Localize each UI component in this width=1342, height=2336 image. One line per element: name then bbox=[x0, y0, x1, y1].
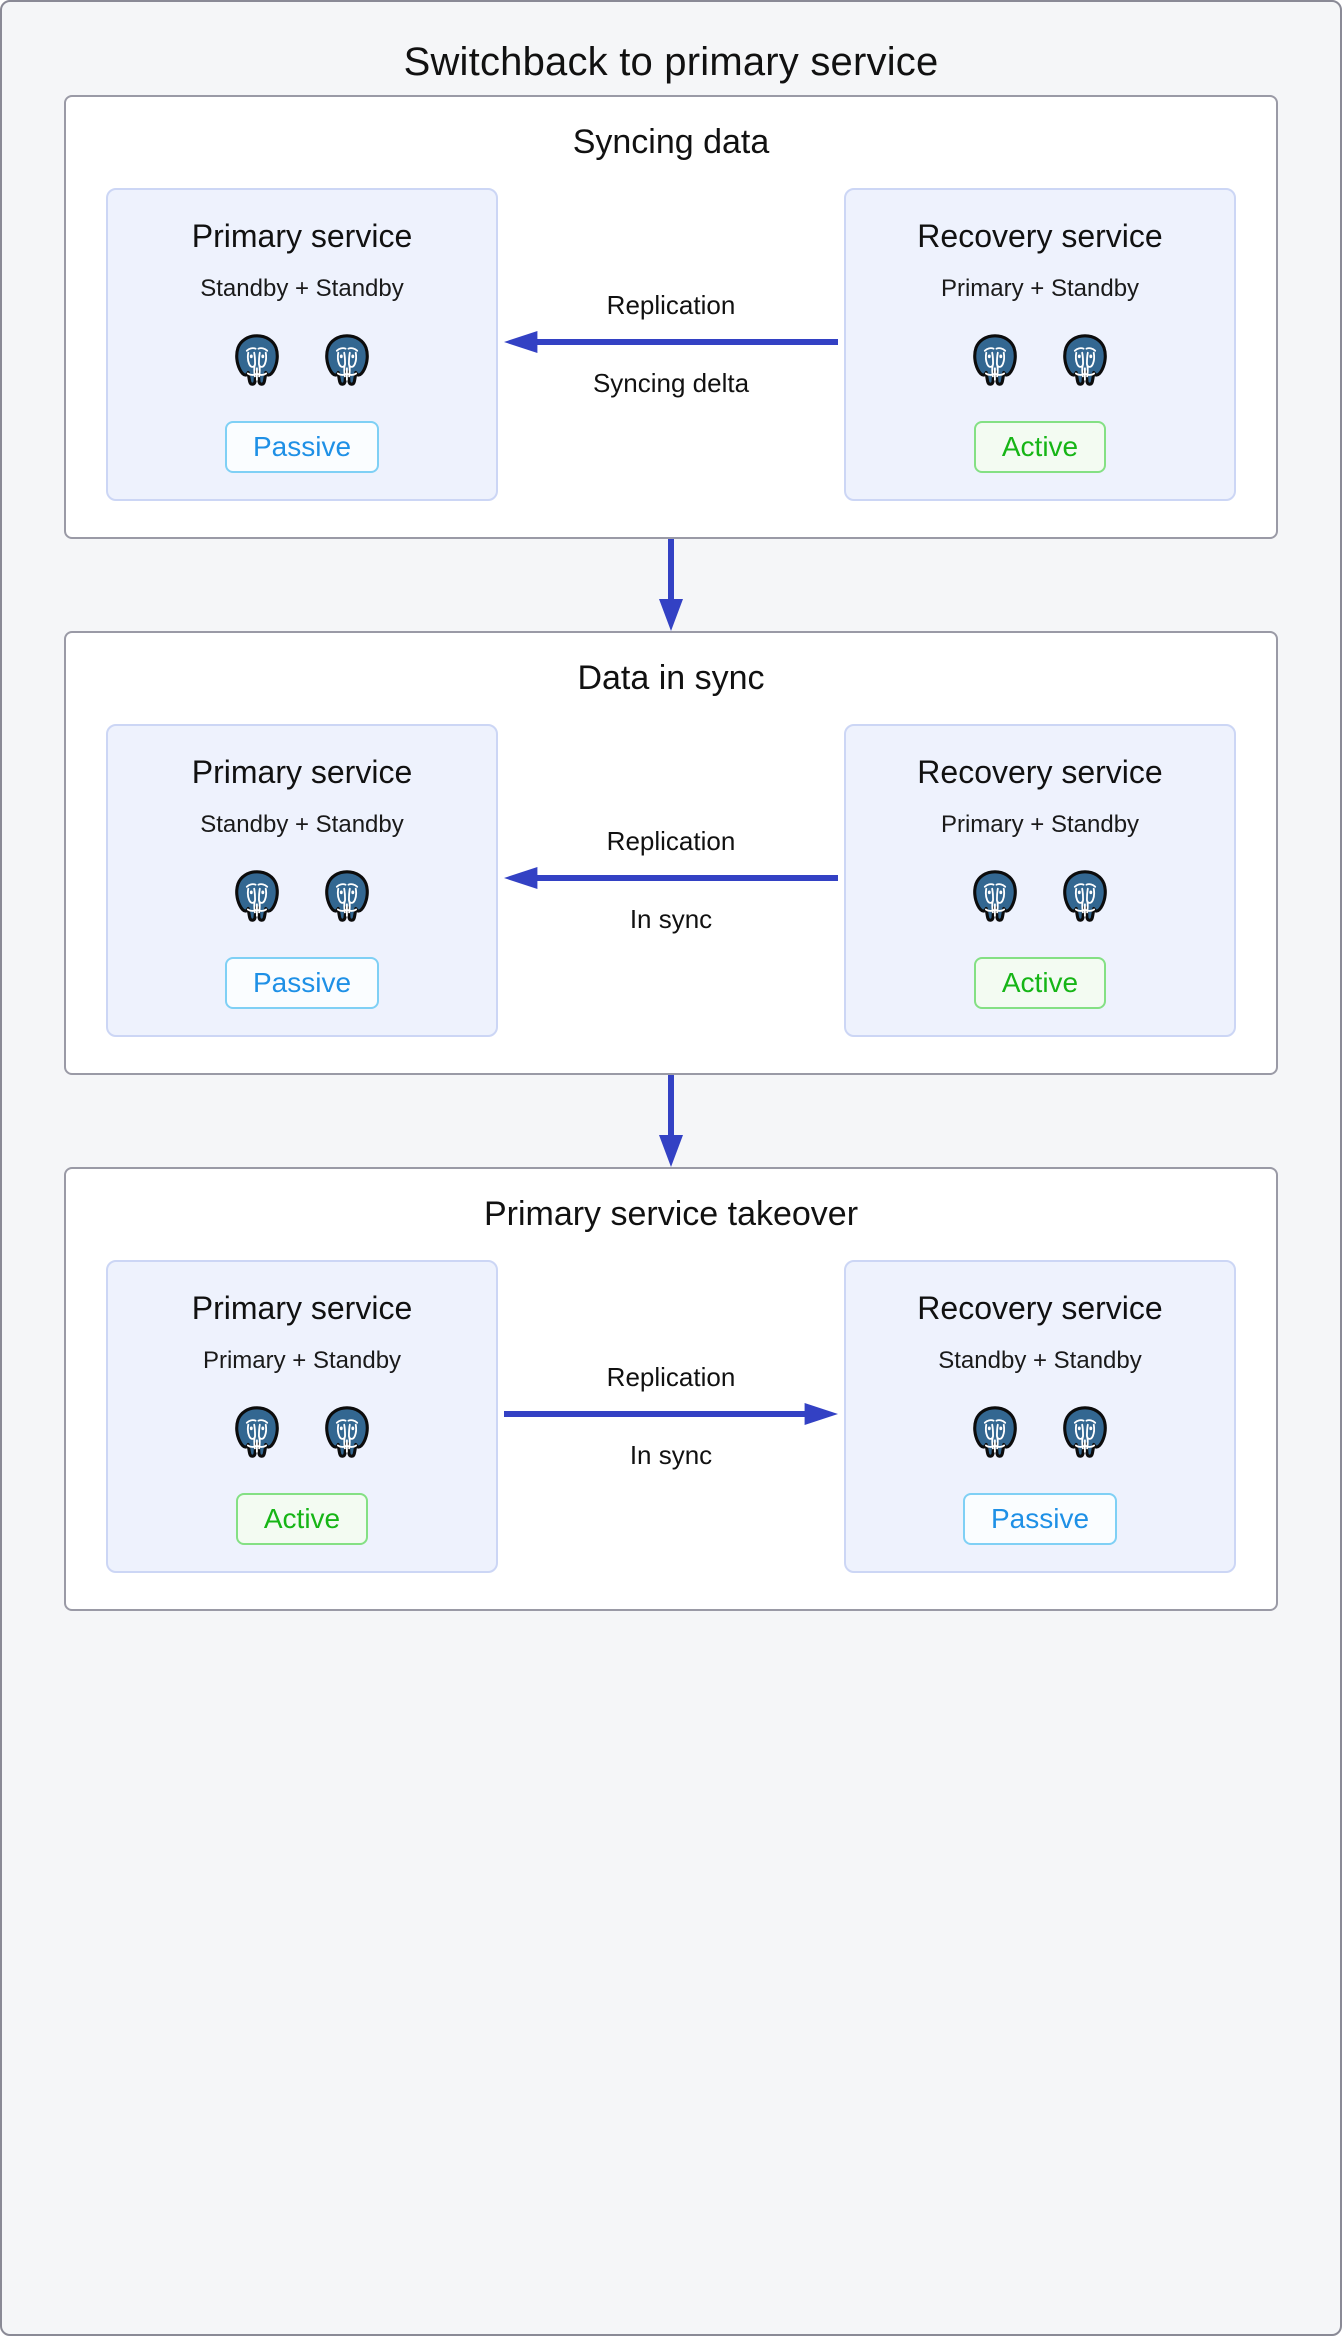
replication-arrow bbox=[504, 865, 838, 896]
postgres-elephant-icon bbox=[325, 334, 369, 386]
stage-title: Syncing data bbox=[572, 123, 770, 161]
service-name: Primary service bbox=[191, 1290, 413, 1326]
postgres-elephant-icon bbox=[235, 1406, 279, 1458]
status-badge: Passive bbox=[224, 957, 380, 1009]
arrow-down-icon bbox=[659, 1075, 683, 1167]
postgres-elephant-icon bbox=[235, 334, 279, 386]
status-badge: Passive bbox=[224, 421, 380, 473]
replication-link: Replication In sync bbox=[498, 1260, 844, 1573]
stage-connector bbox=[64, 539, 1278, 631]
stage-title: Primary service takeover bbox=[483, 1195, 859, 1233]
service-roles: Standby + Standby bbox=[200, 811, 404, 838]
postgres-elephant-icon bbox=[325, 870, 369, 922]
arrow-left-icon bbox=[504, 867, 838, 889]
service-card-left[interactable]: Primary service Standby + Standby Passiv… bbox=[106, 724, 498, 1037]
service-card-left[interactable]: Primary service Primary + Standby Active bbox=[106, 1260, 498, 1573]
service-name: Primary service bbox=[191, 218, 413, 254]
service-roles: Primary + Standby bbox=[202, 1347, 402, 1374]
replication-label-bottom: Syncing delta bbox=[592, 368, 750, 398]
status-badge: Passive bbox=[962, 1493, 1118, 1545]
stage-title: Data in sync bbox=[577, 659, 765, 697]
service-card-right[interactable]: Recovery service Primary + Standby Activ… bbox=[844, 724, 1236, 1037]
arrow-down-icon bbox=[659, 539, 683, 631]
panel-stack: Syncing data Primary service Standby + S… bbox=[2, 95, 1340, 1611]
replication-arrow bbox=[504, 329, 838, 360]
service-name: Recovery service bbox=[917, 218, 1163, 254]
arrow-left-icon bbox=[504, 331, 838, 353]
service-roles: Standby + Standby bbox=[200, 275, 404, 302]
service-card-right[interactable]: Recovery service Primary + Standby Activ… bbox=[844, 188, 1236, 501]
status-badge: Active bbox=[973, 957, 1107, 1009]
service-roles: Primary + Standby bbox=[940, 811, 1140, 838]
service-name: Primary service bbox=[191, 754, 413, 790]
node-group bbox=[964, 865, 1116, 927]
node-group bbox=[226, 329, 378, 391]
postgres-elephant-icon bbox=[1063, 870, 1107, 922]
postgres-elephant-icon bbox=[973, 1406, 1017, 1458]
stage-connector bbox=[64, 1075, 1278, 1167]
service-roles: Primary + Standby bbox=[940, 275, 1140, 302]
replication-label-bottom: In sync bbox=[629, 904, 713, 934]
service-roles: Standby + Standby bbox=[938, 1347, 1142, 1374]
node-group bbox=[964, 329, 1116, 391]
replication-link: Replication Syncing delta bbox=[498, 188, 844, 501]
replication-link: Replication In sync bbox=[498, 724, 844, 1037]
page-title: Switchback to primary service bbox=[403, 40, 939, 84]
postgres-elephant-icon bbox=[1063, 334, 1107, 386]
replication-label-top: Replication bbox=[606, 826, 736, 856]
stage-panel: Syncing data Primary service Standby + S… bbox=[64, 95, 1278, 539]
service-card-left[interactable]: Primary service Standby + Standby Passiv… bbox=[106, 188, 498, 501]
stage-body: Primary service Standby + Standby Passiv… bbox=[106, 724, 1236, 1037]
service-name: Recovery service bbox=[917, 754, 1163, 790]
postgres-elephant-icon bbox=[973, 334, 1017, 386]
node-group bbox=[226, 1401, 378, 1463]
postgres-elephant-icon bbox=[235, 870, 279, 922]
stage-panel: Primary service takeover Primary service… bbox=[64, 1167, 1278, 1611]
status-badge: Active bbox=[235, 1493, 369, 1545]
node-group bbox=[964, 1401, 1116, 1463]
service-card-right[interactable]: Recovery service Standby + Standby Passi… bbox=[844, 1260, 1236, 1573]
replication-arrow bbox=[504, 1401, 838, 1432]
postgres-elephant-icon bbox=[325, 1406, 369, 1458]
node-group bbox=[226, 865, 378, 927]
service-name: Recovery service bbox=[917, 1290, 1163, 1326]
stage-body: Primary service Standby + Standby Passiv… bbox=[106, 188, 1236, 501]
stage-panel: Data in sync Primary service Standby + S… bbox=[64, 631, 1278, 1075]
postgres-elephant-icon bbox=[973, 870, 1017, 922]
replication-label-top: Replication bbox=[606, 1362, 736, 1392]
arrow-right-icon bbox=[504, 1403, 838, 1425]
status-badge: Active bbox=[973, 421, 1107, 473]
stage-body: Primary service Primary + Standby Active… bbox=[106, 1260, 1236, 1573]
replication-label-bottom: In sync bbox=[629, 1440, 713, 1470]
replication-label-top: Replication bbox=[606, 290, 736, 320]
postgres-elephant-icon bbox=[1063, 1406, 1107, 1458]
